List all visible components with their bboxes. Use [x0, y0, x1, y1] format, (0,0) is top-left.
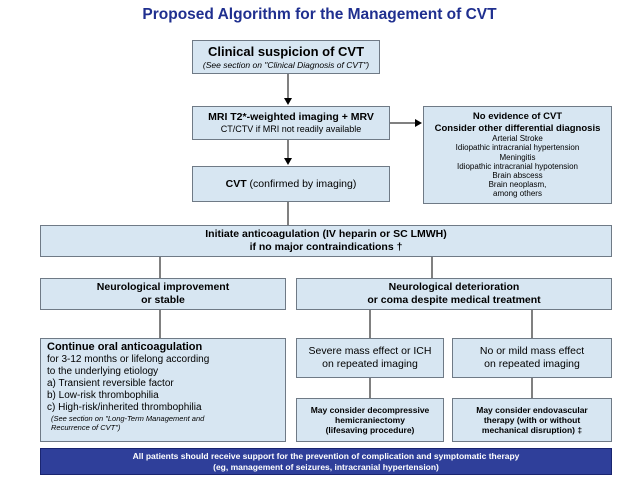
endovascular-line1: May consider endovascular [476, 404, 588, 415]
differential-item: Brain abscess [492, 170, 543, 180]
clinical-suspicion-ref: (See section on "Clinical Diagnosis of C… [202, 59, 370, 70]
anticoagulation-box: Initiate anticoagulation (IV heparin or … [40, 225, 612, 257]
footer-line2: (eg, management of seizures, intracrania… [213, 461, 439, 472]
differential-item: Idiopathic intracranial hypotension [457, 161, 578, 171]
continue-ref: (See section on "Long-Term Management an… [51, 414, 205, 424]
deterioration-box: Neurological deterioration or coma despi… [296, 278, 612, 310]
improvement-line2: or stable [141, 294, 185, 306]
continue-line: for 3-12 months or lifelong according [47, 354, 210, 366]
clinical-suspicion-box: Clinical suspicion of CVT (See section o… [192, 40, 380, 74]
continue-line: a) Transient reversible factor [47, 378, 174, 390]
improvement-box: Neurological improvement or stable [40, 278, 286, 310]
endovascular-line2: therapy (with or without [483, 414, 581, 425]
footer-line1: All patients should receive support for … [132, 450, 520, 461]
severe-line2: on repeated imaging [322, 358, 418, 370]
deterioration-line1: Neurological deterioration [388, 281, 520, 294]
differential-item: Idiopathic intracranial hypertension [455, 143, 580, 153]
decompress-line3: (lifesaving procedure) [325, 425, 415, 436]
mild-mass-effect-box: No or mild mass effect on repeated imagi… [452, 338, 612, 378]
continue-line: b) Low-risk thrombophilia [47, 390, 159, 402]
severe-mass-effect-box: Severe mass effect or ICH on repeated im… [296, 338, 444, 378]
differential-heading: Consider other differential diagnosis [434, 122, 601, 134]
decompress-line1: May consider decompressive [310, 404, 430, 415]
anticoagulation-line2: if no major contraindications † [249, 241, 403, 253]
mri-alternative: CT/CTV if MRI not readily available [220, 123, 362, 134]
continue-heading: Continue oral anticoagulation [47, 341, 203, 353]
differential-item: among others [493, 189, 542, 199]
nomild-line2: on repeated imaging [484, 358, 580, 370]
decompressive-box: May consider decompressive hemicraniecto… [296, 398, 444, 442]
mri-title: MRI T2*-weighted imaging + MRV [208, 111, 374, 124]
cvt-label: CVT [225, 177, 247, 190]
improvement-line1: Neurological improvement [96, 281, 230, 294]
page-title: Proposed Algorithm for the Management of… [142, 6, 497, 23]
differential-item: Brain neoplasm, [488, 180, 547, 190]
support-footer-box: All patients should receive support for … [40, 448, 612, 475]
continue-ref: Recurrence of CVT") [51, 423, 121, 433]
differential-item: Meningitis [499, 152, 536, 162]
mri-box: MRI T2*-weighted imaging + MRV CT/CTV if… [192, 106, 390, 140]
differential-item: Arterial Stroke [492, 134, 543, 144]
no-evidence-box: No evidence of CVT Consider other differ… [423, 106, 612, 204]
severe-line1: Severe mass effect or ICH [308, 345, 432, 358]
anticoagulation-line1: Initiate anticoagulation (IV heparin or … [205, 228, 447, 241]
decompress-line2: hemicraniectomy [335, 414, 405, 425]
cvt-confirmed-box: CVT (confirmed by imaging) [192, 166, 390, 202]
nomild-line1: No or mild mass effect [479, 345, 585, 358]
endovascular-box: May consider endovascular therapy (with … [452, 398, 612, 442]
continue-anticoagulation-box: Continue oral anticoagulation for 3-12 m… [40, 338, 286, 442]
no-evidence-heading: No evidence of CVT [472, 111, 563, 123]
cvt-confirmed-note: (confirmed by imaging) [246, 177, 357, 190]
clinical-suspicion-title: Clinical suspicion of CVT [207, 44, 365, 60]
continue-line: c) High-risk/inherited thrombophilia [47, 402, 202, 414]
continue-line: to the underlying etiology [47, 366, 159, 378]
cvt-confirmed-text: CVT (confirmed by imaging) [226, 178, 357, 191]
deterioration-line2: or coma despite medical treatment [367, 294, 541, 306]
endovascular-line3: mechanical disruption) ‡ [481, 425, 583, 436]
